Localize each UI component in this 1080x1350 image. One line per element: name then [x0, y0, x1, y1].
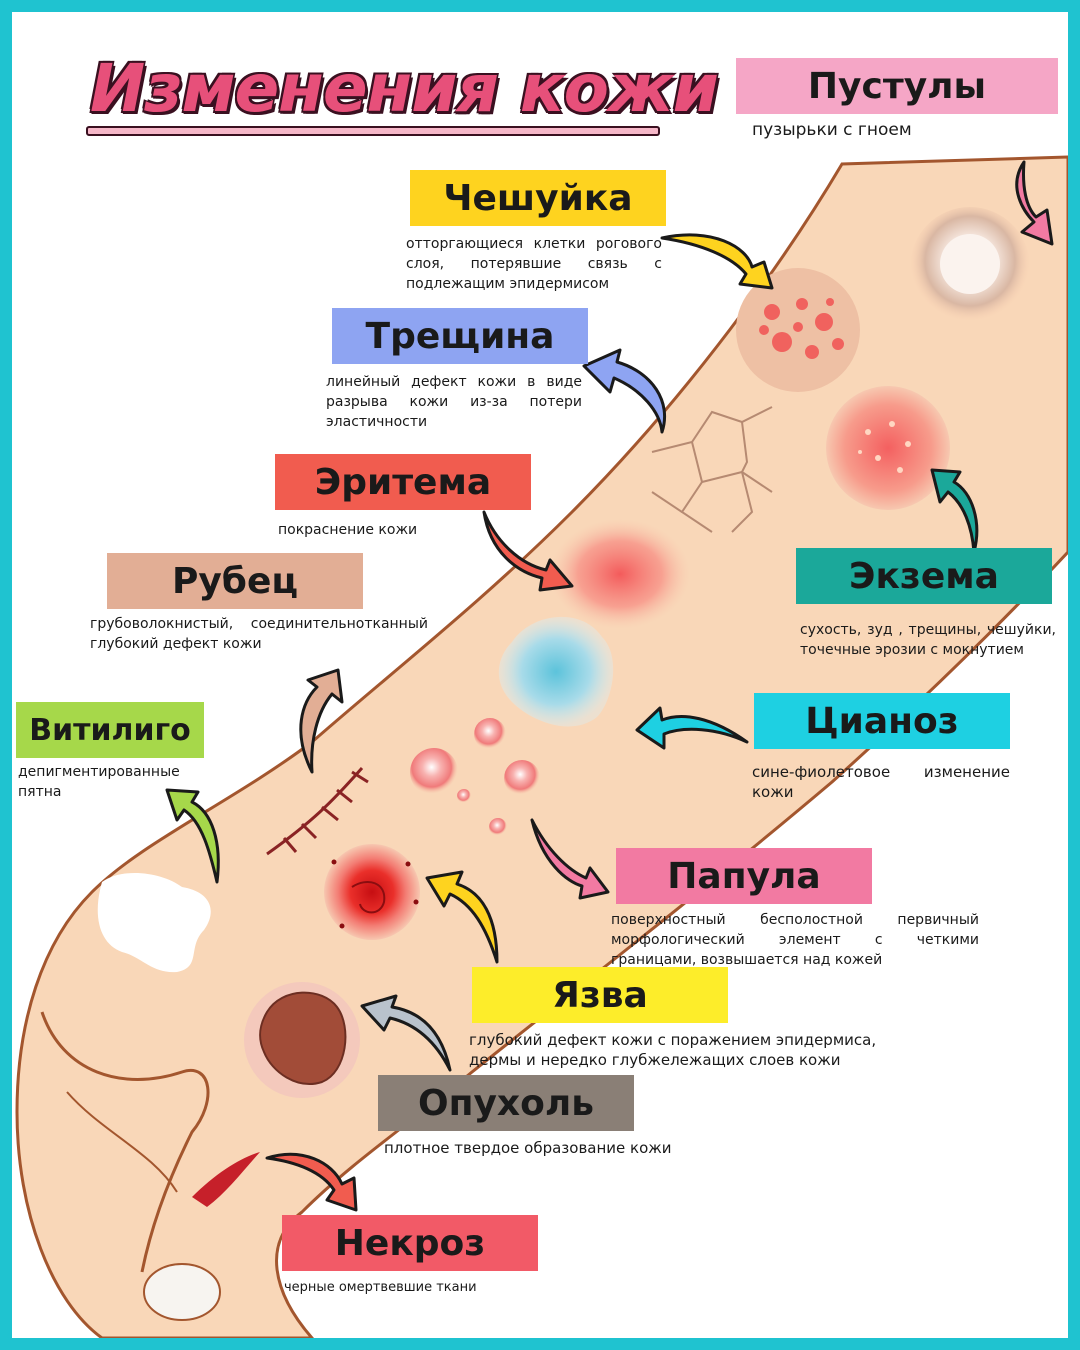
- desc-vitiligo: депигментированные пятна: [18, 764, 180, 800]
- arm-illustration: [15, 155, 1068, 1338]
- cyanosis-lesion: [498, 616, 614, 727]
- vitiligo-arrow: [165, 788, 220, 884]
- scar-lesion: [266, 767, 369, 856]
- pustule-arrow: [1015, 160, 1054, 246]
- fissure-lesion: [651, 406, 773, 533]
- desc-cyanosis: сине-фиолетовое изменение кожи: [752, 763, 1010, 801]
- label-erythema: Эритема: [275, 454, 531, 510]
- desc-erythema: покраснение кожи: [278, 522, 418, 538]
- label-eczema: Экзема: [796, 548, 1052, 604]
- desc-ulcer: глубокий дефект кожи с поражением эпидер…: [469, 1031, 877, 1069]
- necrosis-lesion: [192, 1152, 260, 1207]
- label-cyanosis: Цианоз: [754, 693, 1010, 749]
- desc-scar: грубоволокнистый, соединительнотканный г…: [90, 616, 428, 652]
- ulcer-arrow: [425, 870, 499, 964]
- label-papule: Папула: [616, 848, 872, 904]
- scale-arrow: [660, 233, 774, 290]
- label-ulcer: Язва: [472, 967, 728, 1023]
- title-text: Изменения кожи: [90, 50, 719, 127]
- infographic-frame: Изменения кожи Пустулы пузырьки с гноем …: [12, 12, 1068, 1338]
- label-fissure: Трещина: [332, 308, 588, 364]
- necrosis-arrow: [265, 1152, 358, 1212]
- scale-dots: [759, 298, 844, 359]
- ulcer-lesion: [324, 844, 420, 940]
- desc-necrosis: черные омертвевшие ткани: [284, 1280, 477, 1295]
- label-vitiligo: Витилиго: [16, 702, 204, 758]
- desc-scale: отторгающиеся клетки рогового слоя, поте…: [406, 236, 662, 292]
- label-tumor: Опухоль: [378, 1075, 634, 1131]
- eczema-lesion: [826, 386, 950, 510]
- scar-arrow: [299, 668, 344, 774]
- label-scale: Чешуйка: [410, 170, 666, 226]
- vitiligo-lesion: [97, 872, 211, 973]
- desc-tumor: плотное твердое образование кожи: [384, 1139, 672, 1157]
- erythema-lesion: [550, 519, 690, 629]
- thumbnail: [143, 1263, 221, 1321]
- erythema-arrow: [482, 510, 574, 592]
- finger-crease: [66, 1091, 178, 1193]
- tumor-arrow: [360, 994, 452, 1072]
- fissure-arrow: [582, 348, 667, 434]
- desc-papule: поверхностный бесполостной первичный мор…: [611, 912, 979, 968]
- papule-lesions: [410, 718, 540, 836]
- papule-arrow: [530, 818, 610, 900]
- title-underline: [86, 126, 660, 136]
- desc-eczema: сухость, зуд , трещины, чешуйки, точечны…: [800, 622, 1056, 658]
- label-pustules: Пустулы: [736, 58, 1058, 114]
- label-necrosis: Некроз: [282, 1215, 538, 1271]
- thumb-outline: [40, 1011, 210, 1273]
- desc-fissure: линейный дефект кожи в виде разрыва кожи…: [326, 374, 582, 430]
- desc-pustules: пузырьки с гноем: [752, 120, 912, 140]
- page-title: Изменения кожи: [82, 42, 719, 142]
- label-scar: Рубец: [107, 553, 363, 609]
- eczema-arrow: [930, 468, 979, 554]
- cyanosis-arrow: [635, 706, 749, 750]
- arrows: [165, 160, 1054, 1212]
